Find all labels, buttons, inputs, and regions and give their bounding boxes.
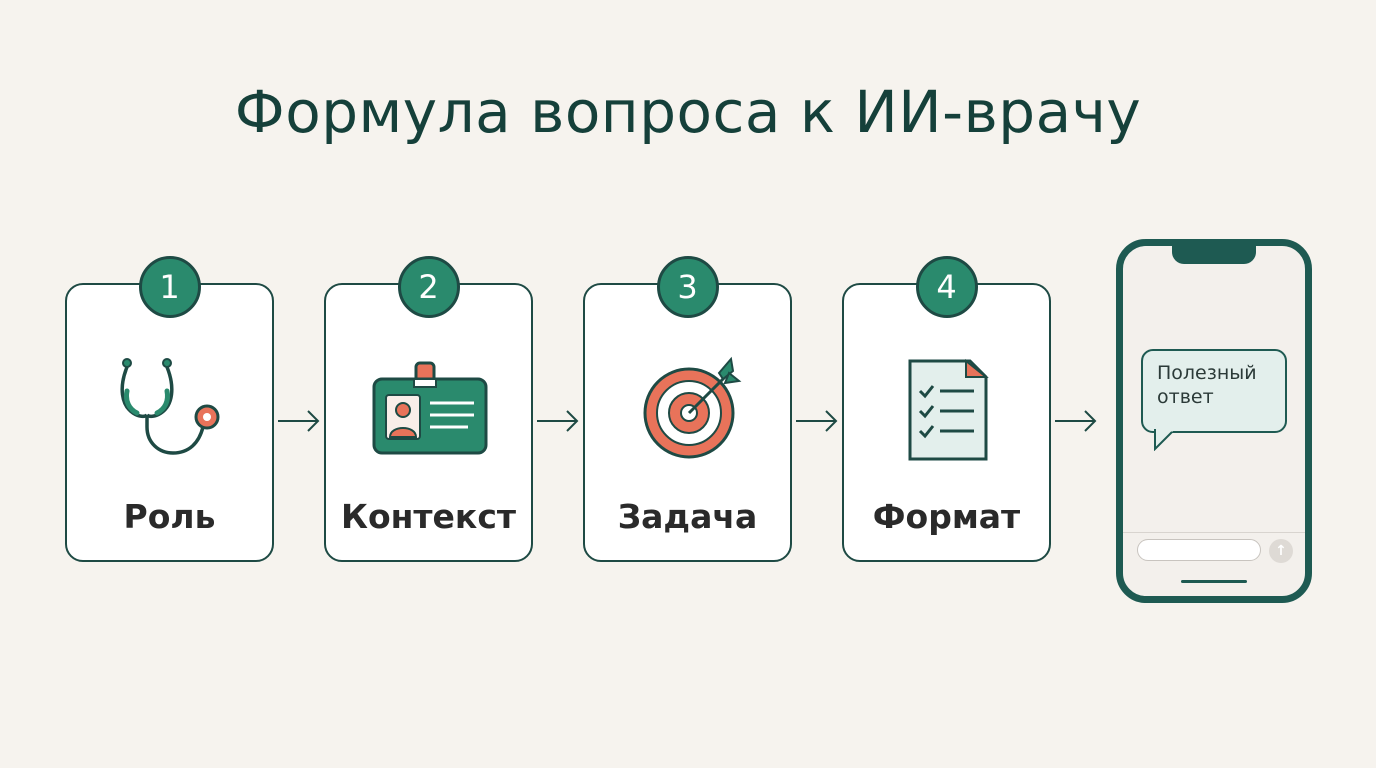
step-number-badge: 3 <box>656 256 719 318</box>
step-card-format: 4 Формат <box>842 256 1051 562</box>
arrow-up-icon: ↑ <box>1275 543 1287 559</box>
arrow-right-icon <box>1055 410 1097 432</box>
step-card-context: 2 Контекст <box>324 256 533 562</box>
home-indicator <box>1181 580 1247 583</box>
message-input[interactable] <box>1137 539 1261 561</box>
arrow-right-icon <box>278 410 320 432</box>
send-button[interactable]: ↑ <box>1269 539 1293 563</box>
step-card-task: 3 Задача <box>583 256 792 562</box>
step-number-badge: 2 <box>397 256 460 318</box>
step-label: Формат <box>872 497 1021 536</box>
chat-bubble-tail <box>1154 429 1174 451</box>
target-icon <box>643 356 742 459</box>
chat-bubble: Полезный ответ <box>1141 349 1287 433</box>
step-label: Контекст <box>340 497 517 536</box>
step-card-role: 1 Роль <box>65 256 274 562</box>
step-number-badge: 4 <box>915 256 978 318</box>
id-badge-icon <box>372 361 488 455</box>
page-title: Формула вопроса к ИИ-врачу <box>234 78 1142 146</box>
phone-notch <box>1172 244 1256 264</box>
phone-divider <box>1123 532 1305 533</box>
step-label: Роль <box>123 497 216 536</box>
arrow-right-icon <box>796 410 838 432</box>
smartphone-icon: Полезный ответ ↑ <box>1116 239 1312 603</box>
stethoscope-icon <box>120 358 220 455</box>
step-number-badge: 1 <box>138 256 201 318</box>
arrow-right-icon <box>537 410 579 432</box>
checklist-document-icon <box>908 358 989 461</box>
step-label: Задача <box>617 497 758 536</box>
